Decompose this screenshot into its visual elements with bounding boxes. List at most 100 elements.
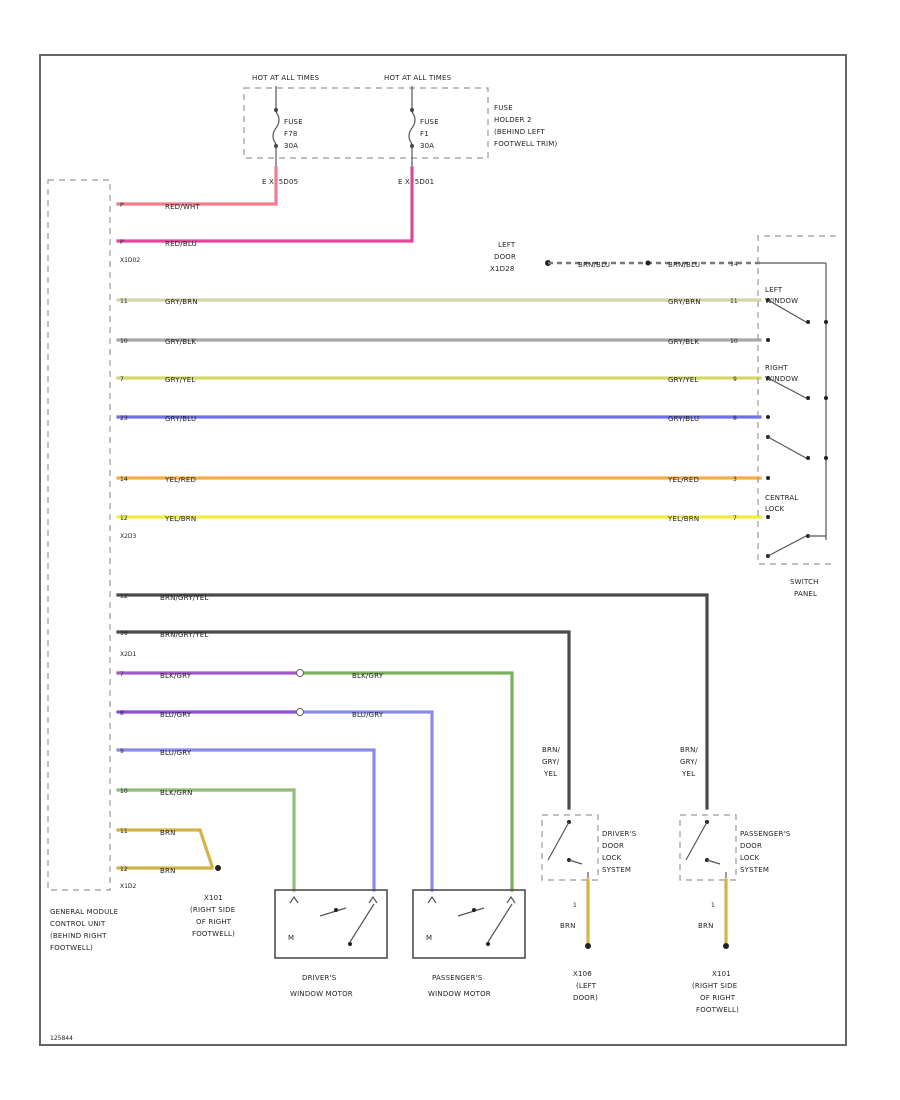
w9-code: BRN/GRY/YEL — [160, 594, 209, 602]
fuse2-icon — [408, 111, 416, 145]
pass-lock-label-3: SYSTEM — [740, 866, 769, 874]
wire-labels: P RED/WHT P RED/BLU 11 GRY/BRN GRY/BRN 1… — [120, 202, 738, 875]
wire-blu-gry-2 — [298, 710, 434, 892]
wire-brn-gry-yel-pass — [116, 593, 709, 810]
pass-lock-label-1: DOOR — [740, 842, 762, 850]
fuse1-line0: FUSE — [284, 118, 303, 126]
fuse2-line2: 30A — [420, 142, 434, 150]
drv-lock-ground-2: DOOR) — [573, 994, 598, 1002]
w14-code: BLK/GRN — [160, 789, 193, 797]
wire-red-blu — [116, 166, 414, 243]
w13-code: BLU/GRY — [160, 749, 192, 757]
diagram-border — [39, 54, 847, 1046]
window-switch-3 — [767, 436, 807, 459]
fuse-holder-label-1: HOLDER 2 — [494, 116, 532, 124]
fuse-holder: HOT AT ALL TIMES HOT AT ALL TIMES FUSE F… — [243, 74, 557, 186]
gm-conn-bot: X1D2 — [120, 883, 137, 890]
drv-lock-label-0: DRIVER'S — [602, 830, 637, 838]
drv-lock-wire-2: YEL — [543, 770, 557, 778]
drv-lock-label-2: LOCK — [602, 854, 622, 862]
w5-code-r: GRY/YEL — [668, 376, 698, 384]
drv-lock-wire-1: GRY/ — [542, 758, 560, 766]
pass-motor-0: PASSENGER'S — [432, 974, 483, 982]
driver-motor-1: WINDOW MOTOR — [290, 990, 353, 998]
pass-lock-gnd-code: BRN — [698, 922, 714, 930]
ground-door-label-2: X1D28 — [490, 265, 515, 273]
wire-blk-grn — [116, 788, 296, 892]
gm-label-0: GENERAL MODULE — [50, 908, 118, 916]
w4-pin-r: 10 — [730, 338, 738, 345]
pass-lock-label-0: PASSENGER'S — [740, 830, 791, 838]
pass-lock-ground-1: (RIGHT SIDE — [692, 982, 737, 990]
switch-panel: LEFT WINDOW RIGHT WINDOW CENTRAL LOCK SW… — [757, 235, 836, 598]
ground-door-pin: 14 — [730, 261, 738, 268]
driver-motor-0: DRIVER'S — [302, 974, 337, 982]
wire-blu-gry-3 — [116, 748, 376, 892]
w10-pin: 16 — [120, 630, 128, 637]
pass-lock-label-2: LOCK — [740, 854, 760, 862]
gm-conn-low: X2D1 — [120, 651, 137, 658]
gm-label-1: CONTROL UNIT — [50, 920, 106, 928]
pass-lock-wire-0: BRN/ — [680, 746, 699, 754]
gm-ground: X101 (RIGHT SIDE OF RIGHT FOOTWELL) — [190, 894, 235, 938]
drv-lock-label-1: DOOR — [602, 842, 624, 850]
w16-pin: 12 — [120, 866, 128, 873]
fuse1-connector: E X75D05 — [262, 178, 298, 186]
wire-red-wht — [116, 166, 278, 206]
passenger-door-lock: BRN/ GRY/ YEL PASSENGER'S DOOR LOCK SYST… — [679, 746, 791, 1014]
w16-code: BRN — [160, 867, 176, 875]
fuse2-line1: F1 — [420, 130, 429, 138]
w2-code: RED/BLU — [165, 240, 197, 248]
wire-brn-gry-yel-drv — [116, 630, 571, 810]
left-door-ground: LEFT DOOR X1D28 BRN/BLU BRN/BLU 14 — [490, 241, 760, 273]
pass-lock-ground-3: FOOTWELL) — [696, 1006, 739, 1014]
fuse2-connector: E X75D01 — [398, 178, 434, 186]
driver-motor-symbol: M — [288, 934, 294, 942]
w7-pin: 14 — [120, 476, 128, 483]
w3-pin: 11 — [120, 298, 128, 305]
splice-blu-gry — [296, 708, 304, 716]
passenger-window-motor: M PASSENGER'S WINDOW MOTOR — [412, 889, 526, 998]
gm-ground-splice — [215, 865, 221, 871]
w12-code: BLU/GRY — [160, 711, 192, 719]
w9-pin: 12 — [120, 593, 128, 600]
drv-lock-ground-point — [585, 943, 591, 949]
fuse1-line2: 30A — [284, 142, 298, 150]
w8-pin: 12 — [120, 515, 128, 522]
w2-pin: P — [120, 239, 124, 246]
pass-lock-gnd-pin: 1 — [711, 902, 715, 909]
w6-pin-r: 8 — [733, 415, 737, 422]
w6-code-r: GRY/BLU — [668, 415, 699, 423]
pass-lock-wire-1: GRY/ — [680, 758, 698, 766]
w11-pin: 7 — [120, 671, 124, 678]
driver-window-motor: M DRIVER'S WINDOW MOTOR — [274, 889, 388, 998]
fuse2-line0: FUSE — [420, 118, 439, 126]
right-window-switch — [767, 377, 807, 399]
general-module: X1D02 X2D3 X2D1 X1D2 GENERAL MODULE CONT… — [47, 179, 140, 952]
fuse2-hot-label: HOT AT ALL TIMES — [384, 74, 452, 82]
footer-code: 125844 — [50, 1035, 73, 1042]
w11-code2: BLK/GRY — [352, 672, 384, 680]
w8-code: YEL/BRN — [164, 515, 196, 523]
w4-code: GRY/BLK — [165, 338, 196, 346]
w14-pin: 10 — [120, 788, 128, 795]
gm-ground-0: X101 — [204, 894, 223, 902]
w7-code-r: YEL/RED — [667, 476, 699, 484]
drv-lock-label-3: SYSTEM — [602, 866, 631, 874]
w6-code: GRY/BLU — [165, 415, 196, 423]
fuse1-icon — [272, 111, 280, 145]
w10-code: BRN/GRY/YEL — [160, 631, 209, 639]
gm-ground-1: (RIGHT SIDE — [190, 906, 235, 914]
fuse-holder-label-0: FUSE — [494, 104, 513, 112]
w15-pin: 11 — [120, 828, 128, 835]
drv-lock-ground-1: (LEFT — [576, 982, 597, 990]
fuse1-line1: F78 — [284, 130, 298, 138]
sp-label-1: PANEL — [794, 590, 817, 598]
driver-door-lock: BRN/ GRY/ YEL DRIVER'S DOOR LOCK SYSTEM … — [541, 746, 637, 1002]
sp-left-1: WINDOW — [765, 297, 798, 305]
fuse1-hot-label: HOT AT ALL TIMES — [252, 74, 320, 82]
ground-door-code: BRN/BLU — [578, 261, 610, 269]
pass-lock-ground-0: X101 — [712, 970, 731, 978]
sp-central-0: CENTRAL — [765, 494, 799, 502]
